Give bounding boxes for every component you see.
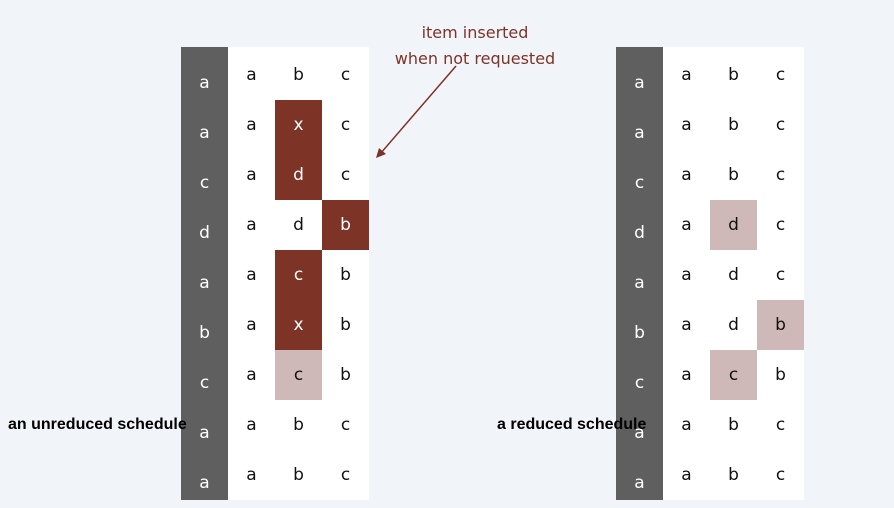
highlighted-cache-cell: x	[275, 300, 322, 350]
cache-cell: c	[340, 465, 351, 485]
request-cell: d	[199, 223, 210, 243]
cache-cell: b	[728, 465, 739, 485]
cache-cell: c	[775, 265, 786, 285]
arrow-line	[379, 65, 457, 155]
cache-cell: b	[340, 365, 351, 385]
cache-cell: d	[728, 265, 739, 285]
annotation-line-1: item inserted	[421, 23, 529, 42]
cache-contents-area	[663, 47, 804, 500]
cache-cell: b	[728, 415, 739, 435]
cache-cell: c	[340, 115, 351, 135]
request-cell: d	[634, 223, 645, 243]
cache-cell: a	[681, 315, 692, 335]
request-cell: c	[634, 173, 645, 193]
cache-cell: b	[340, 315, 351, 335]
request-cell: a	[199, 273, 210, 293]
request-cell: c	[634, 373, 645, 393]
request-cell: c	[199, 173, 210, 193]
cache-cell: c	[775, 65, 786, 85]
cache-cell: a	[246, 65, 257, 85]
cache-cell: a	[681, 65, 692, 85]
cache-cell: c	[775, 165, 786, 185]
cache-cell: a	[681, 365, 692, 385]
request-cell: a	[199, 73, 210, 93]
highlighted-cache-cell: b	[757, 300, 804, 350]
cache-cell: c	[340, 65, 351, 85]
cache-cell: a	[246, 265, 257, 285]
cache-cell: a	[246, 415, 257, 435]
request-cell: c	[199, 373, 210, 393]
unreduced-schedule-caption: an unreduced schedule	[8, 416, 187, 433]
request-cell: a	[199, 473, 210, 493]
annotation-label: item inserted when not requested	[385, 20, 565, 72]
highlighted-cache-cell: x	[275, 100, 322, 150]
cache-cell: c	[775, 465, 786, 485]
cache-cell: a	[246, 165, 257, 185]
cache-cell: c	[775, 415, 786, 435]
cache-cell: a	[681, 115, 692, 135]
cache-cell: c	[340, 415, 351, 435]
request-cell: a	[634, 473, 645, 493]
cache-cell: c	[775, 115, 786, 135]
cache-cell: b	[293, 415, 304, 435]
request-cell: a	[634, 73, 645, 93]
annotation-line-2: when not requested	[394, 49, 556, 68]
request-sequence-column	[181, 47, 228, 500]
request-cell: b	[634, 323, 645, 343]
cache-cell: b	[293, 65, 304, 85]
request-sequence-column	[616, 47, 663, 500]
cache-cell: c	[340, 165, 351, 185]
highlighted-cache-cell: b	[322, 200, 369, 250]
cache-cell: b	[775, 365, 786, 385]
cache-cell: c	[775, 215, 786, 235]
cache-cell: a	[681, 165, 692, 185]
cache-cell: b	[293, 465, 304, 485]
highlighted-cache-cell: d	[710, 200, 757, 250]
cache-cell: d	[293, 215, 304, 235]
cache-cell: b	[728, 165, 739, 185]
highlighted-cache-cell: c	[275, 350, 322, 400]
cache-cell: b	[728, 65, 739, 85]
cache-cell: a	[681, 265, 692, 285]
request-cell: b	[199, 323, 210, 343]
highlighted-cache-cell: d	[275, 150, 322, 200]
request-cell: a	[634, 273, 645, 293]
request-cell: a	[634, 123, 645, 143]
cache-cell: b	[728, 115, 739, 135]
highlighted-cache-cell: c	[710, 350, 757, 400]
request-cell: a	[199, 123, 210, 143]
cache-cell: a	[681, 215, 692, 235]
arrow-head	[376, 148, 386, 158]
cache-cell: b	[340, 265, 351, 285]
cache-cell: a	[681, 465, 692, 485]
highlighted-cache-cell: c	[275, 250, 322, 300]
cache-cell: a	[246, 115, 257, 135]
cache-cell: a	[246, 465, 257, 485]
request-cell: a	[634, 423, 645, 443]
request-cell: a	[199, 423, 210, 443]
reduced-schedule-caption: a reduced schedule	[497, 416, 647, 433]
cache-cell: a	[246, 315, 257, 335]
cache-cell: a	[246, 215, 257, 235]
cache-cell: a	[681, 415, 692, 435]
cache-cell: a	[246, 365, 257, 385]
cache-cell: d	[728, 315, 739, 335]
